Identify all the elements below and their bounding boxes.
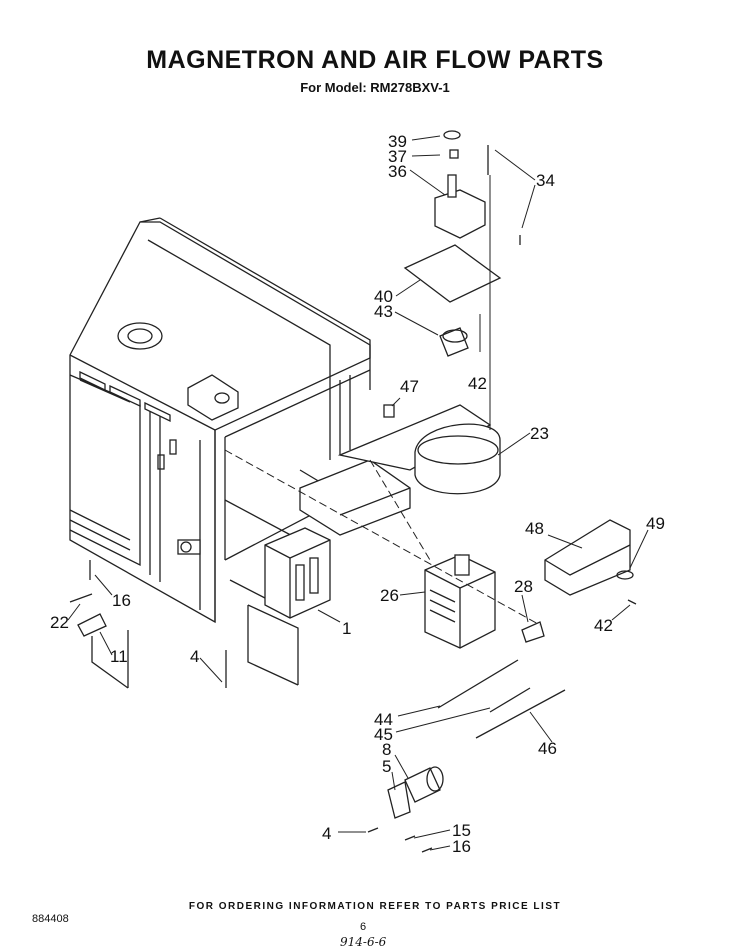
callout-4-upper: 4 [190,647,200,666]
cabinet-drawing [69,217,371,624]
callout-37: 37 [388,147,407,166]
alignment-lines [224,449,541,626]
callout-39: 39 [388,132,407,151]
callout-44: 44 [374,710,393,729]
transformer-drawing [247,527,331,686]
callout-28: 28 [514,577,533,596]
callout-8: 8 [382,740,392,759]
callout-36: 36 [388,162,407,181]
callout-4-lower: 4 [322,824,332,843]
callout-42-lower: 42 [594,616,613,635]
callout-46: 46 [538,739,557,758]
callout-42-upper: 42 [468,374,487,393]
handwritten-note: 914-6-6 [340,935,387,949]
callout-40: 40 [374,287,393,306]
callout-49: 49 [646,514,665,533]
callout-11: 11 [110,647,128,666]
magnetron-drawing [424,554,496,649]
callout-16-left: 16 [112,591,131,610]
callout-1: 1 [342,619,352,638]
callout-48: 48 [525,519,544,538]
callout-5: 5 [382,757,392,776]
wire-leads-drawing [437,659,566,739]
callout-26: 26 [380,586,399,605]
callout-34: 34 [536,171,555,190]
callout-47: 47 [400,377,419,396]
diagram-title: MAGNETRON AND AIR FLOW PARTS [146,46,604,74]
capacitor-drawing [367,766,444,853]
callout-22: 22 [50,613,69,632]
ordering-footer: FOR ORDERING INFORMATION REFER TO PARTS … [188,901,562,912]
callout-23: 23 [530,424,549,443]
air-duct-drawing [299,404,501,536]
callout-43: 43 [374,302,393,321]
callout-45: 45 [374,725,393,744]
callout-16-lower: 16 [452,837,471,856]
page-number: 6 [360,921,367,933]
fan-motor-drawing [403,130,521,430]
lower-left-hardware-drawing [69,560,227,689]
model-subtitle: For Model: RM278BXV-1 [300,80,450,95]
bracket-drawing [383,404,637,643]
callout-15: 15 [452,821,471,840]
document-number: 884408 [32,913,69,925]
leader-lines [67,135,649,851]
